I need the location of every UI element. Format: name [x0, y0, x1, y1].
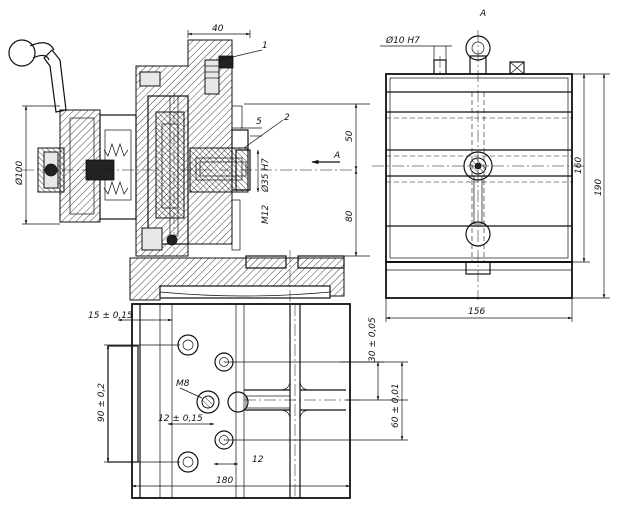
plan-body: [131, 303, 351, 499]
sleeve-part-2: [180, 105, 356, 251]
dim-15-tol: 15 ± 0,15: [88, 311, 133, 321]
dim-90-tol: 90 ± 0,2: [97, 383, 107, 422]
view-a-label: A: [479, 9, 486, 19]
callout-part-2: 2: [284, 113, 290, 123]
dim-180: 180: [216, 476, 233, 486]
dim-12: 12: [252, 455, 264, 465]
dim-40: 40: [212, 24, 224, 34]
plan-holes: [177, 334, 291, 473]
plan-view: 15 ± 0,15 90 ± 0,2 M8 12 ± 0,15 12 180 3…: [88, 303, 408, 499]
dim-160: 160: [574, 157, 584, 174]
hub-section: [22, 109, 160, 223]
callout-part-1: 1: [262, 41, 268, 51]
dim-phi10: Ø10 H7: [385, 35, 420, 46]
main-body: [135, 39, 234, 257]
base-plate: [129, 250, 345, 302]
dim-30-tol: 30 ± 0,05: [368, 317, 378, 362]
view-arrow-a: A: [333, 151, 340, 161]
dim-5: 5: [256, 117, 262, 127]
dim-80: 80: [345, 210, 355, 222]
dim-m12: M12: [261, 205, 271, 224]
dim-m8: M8: [176, 379, 190, 389]
dim-156: 156: [468, 307, 485, 317]
handle-lever: [43, 49, 67, 113]
view-a: A Ø10 H7: [372, 9, 610, 322]
dim-60-tol: 60 ± 0,01: [391, 383, 401, 428]
dim-phi100: Ø100: [14, 160, 25, 186]
front-section-view: 1 2 40 5 Ø100 50 80 Ø35 H7 M12 A: [8, 24, 370, 302]
handle-ball: [8, 39, 36, 67]
dim-phi35: Ø35 H7: [260, 158, 271, 193]
dim-12-tol: 12 ± 0,15: [158, 414, 203, 424]
dim-50: 50: [345, 130, 355, 142]
dim-190: 190: [594, 179, 604, 196]
